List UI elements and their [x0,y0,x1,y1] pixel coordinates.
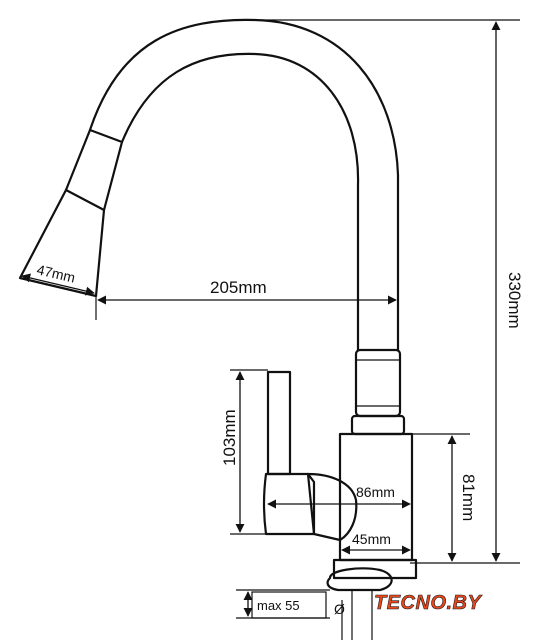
tecno-logo: TECNO.BY [374,592,483,615]
spout-inner-curve [120,52,360,352]
max55-box [251,591,327,619]
label-330mm: 330mm [505,272,524,329]
label-103mm: 103mm [220,409,239,466]
label-81mm: 81mm [459,474,478,521]
label-205mm: 205mm [210,278,267,297]
dimension-lines [21,19,520,640]
lever-joint [262,472,316,536]
spray-head-band [64,188,106,212]
faucet-outline [18,18,418,640]
lever-cartridge [306,472,358,542]
dim-line-47 [21,273,95,296]
dimension-labels: 47mm 205mm 330mm 103mm 81mm 86mm 45mm ma… [35,261,524,617]
label-diameter-symbol: Ø [334,601,345,617]
lever-handle [266,370,292,476]
watermark-text: TECNO.BY [374,592,483,614]
label-86mm: 86mm [356,484,395,500]
label-max55: max 55 [257,598,300,613]
mounting-nut [326,567,393,592]
label-45mm: 45mm [352,531,391,547]
spout-outer-curve [88,18,400,352]
collar-base [350,414,406,436]
